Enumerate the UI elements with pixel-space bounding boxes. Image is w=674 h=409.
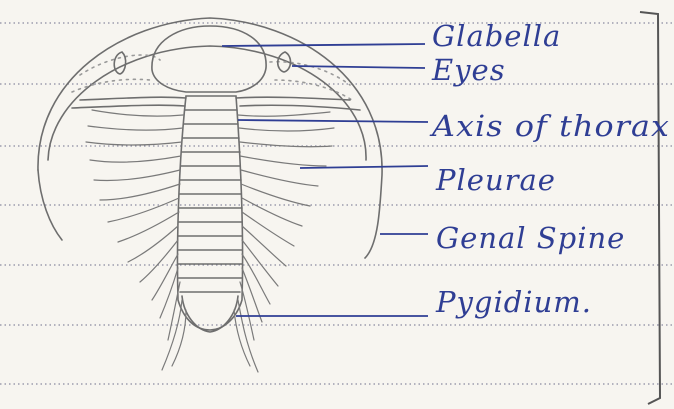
- left-pleurae: [86, 110, 186, 370]
- leader-eyes: [292, 66, 425, 68]
- diagram-labels: Glabella Eyes Axis of thorax Pleurae Gen…: [429, 19, 670, 319]
- label-pygidium: Pygidium.: [435, 285, 592, 319]
- right-pleurae: [234, 112, 334, 372]
- leader-axis: [238, 120, 428, 122]
- leader-glabella: [222, 44, 425, 46]
- axis-segments: [178, 110, 242, 292]
- trilobite-drawing: [38, 18, 382, 372]
- label-glabella: Glabella: [432, 19, 561, 53]
- label-eyes: Eyes: [431, 53, 506, 87]
- thorax-axis: [177, 96, 242, 330]
- pygidium-shape: [182, 296, 238, 332]
- glabella-shape: [152, 26, 266, 92]
- right-margin-bracket: [640, 12, 660, 404]
- label-genal-spine: Genal Spine: [436, 221, 625, 255]
- leader-lines: [222, 44, 428, 316]
- left-eye: [114, 52, 125, 74]
- label-pleurae: Pleurae: [435, 163, 556, 197]
- label-axis-of-thorax: Axis of thorax: [429, 109, 670, 143]
